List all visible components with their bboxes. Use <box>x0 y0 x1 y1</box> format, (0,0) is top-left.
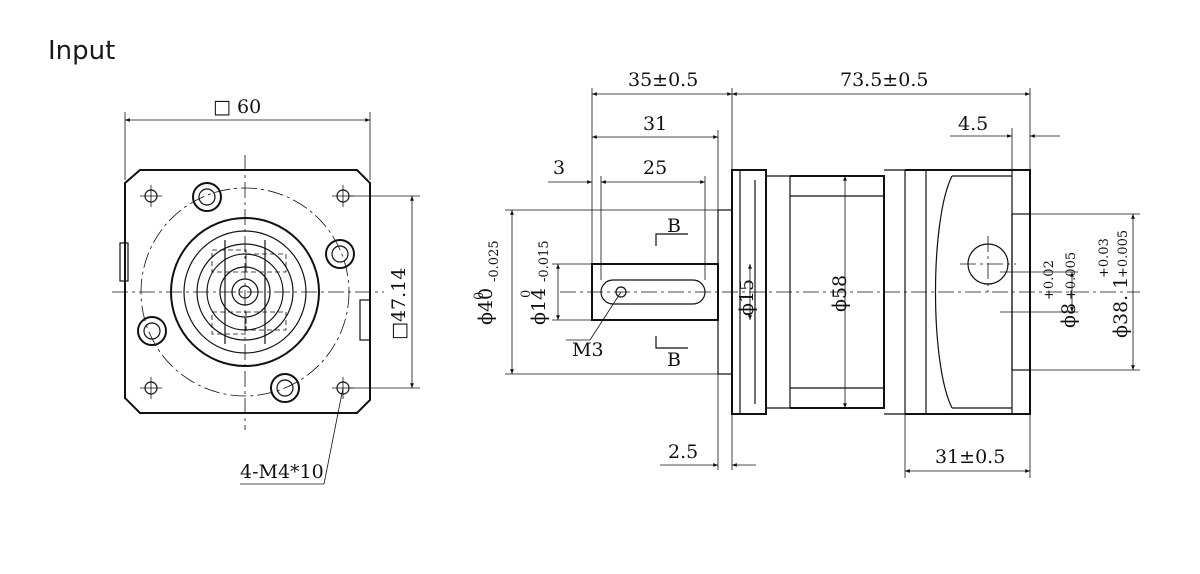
dia-8-tol-lower: +0.005 <box>1064 252 1079 300</box>
input-flange-step <box>766 175 791 409</box>
clamp-ring <box>219 266 271 318</box>
input-flange <box>731 169 767 415</box>
dia-14-tol-upper: 0 <box>519 290 534 298</box>
thread-label: 4-M4*10 <box>240 461 324 483</box>
bore-ring-3 <box>196 243 294 341</box>
bolt-hole-large-2 <box>325 239 355 269</box>
bore-ring-outer <box>170 217 320 367</box>
bore-ring-4 <box>206 253 284 331</box>
dia-38-tol-upper: +0.03 <box>1097 238 1112 278</box>
clamp-detail-bot-r <box>245 311 287 331</box>
dia-8-tol-upper: +0.02 <box>1042 260 1057 300</box>
dia-8-label: ϕ8 <box>1058 303 1080 328</box>
output-pilot <box>1011 213 1031 371</box>
dia-15-label: ϕ15 <box>736 279 758 316</box>
left-tab <box>119 242 129 282</box>
page-title: Input <box>48 36 116 66</box>
dia-40-tol-lower: -0.025 <box>487 240 502 282</box>
dia-14-label: ϕ14 <box>528 288 550 325</box>
section-mark-top: B <box>667 215 681 237</box>
dia-40-label: ϕ40 <box>475 288 497 325</box>
dia-40-tol-upper: 0 <box>472 292 487 300</box>
side-view: 35±0.5 73.5±0.5 31 25 3 4.5 B B <box>472 69 1140 478</box>
m3-hole <box>615 286 627 298</box>
dia-38-tol-lower: +0.005 <box>1116 230 1131 278</box>
pitch-label: □47.14 <box>388 268 410 340</box>
output-flange-curve <box>934 175 953 409</box>
dim-31-5-label: 31±0.5 <box>935 446 1005 468</box>
bolt-hole-large-4 <box>270 373 300 403</box>
dim-31-label: 31 <box>643 113 667 135</box>
bore-ring-2 <box>183 230 307 354</box>
dim-2-5-label: 2.5 <box>668 441 698 463</box>
dim-73-label: 73.5±0.5 <box>840 69 928 91</box>
width-label: □ 60 <box>213 96 261 118</box>
bolt-hole-large-3 <box>137 316 167 346</box>
dim-25-label: 25 <box>643 157 667 179</box>
bolt-hole-large-1 <box>192 182 222 212</box>
shaft-hole-inner <box>238 285 252 299</box>
flange-outline <box>124 169 371 414</box>
keyway-slot <box>600 279 706 305</box>
dia-14-tol-lower: -0.015 <box>537 240 552 282</box>
dim-3-label: 3 <box>553 157 565 179</box>
gear-body <box>790 175 885 409</box>
dim-4-5-label: 4.5 <box>958 113 988 135</box>
dia-58-label: ϕ58 <box>829 275 851 312</box>
shaft-hole <box>231 278 259 306</box>
pitch-circle <box>140 187 350 397</box>
dia-38-label: ϕ38. 1 <box>1110 277 1132 338</box>
body-ring <box>884 169 906 415</box>
section-mark-bottom: B <box>667 349 681 371</box>
clamp-detail-top-r <box>245 253 287 273</box>
right-tab <box>359 299 371 341</box>
dim-35-label: 35±0.5 <box>628 69 698 91</box>
front-view: □ 60 □47.14 4-M4*10 <box>112 96 420 485</box>
m3-label: M3 <box>572 339 604 361</box>
